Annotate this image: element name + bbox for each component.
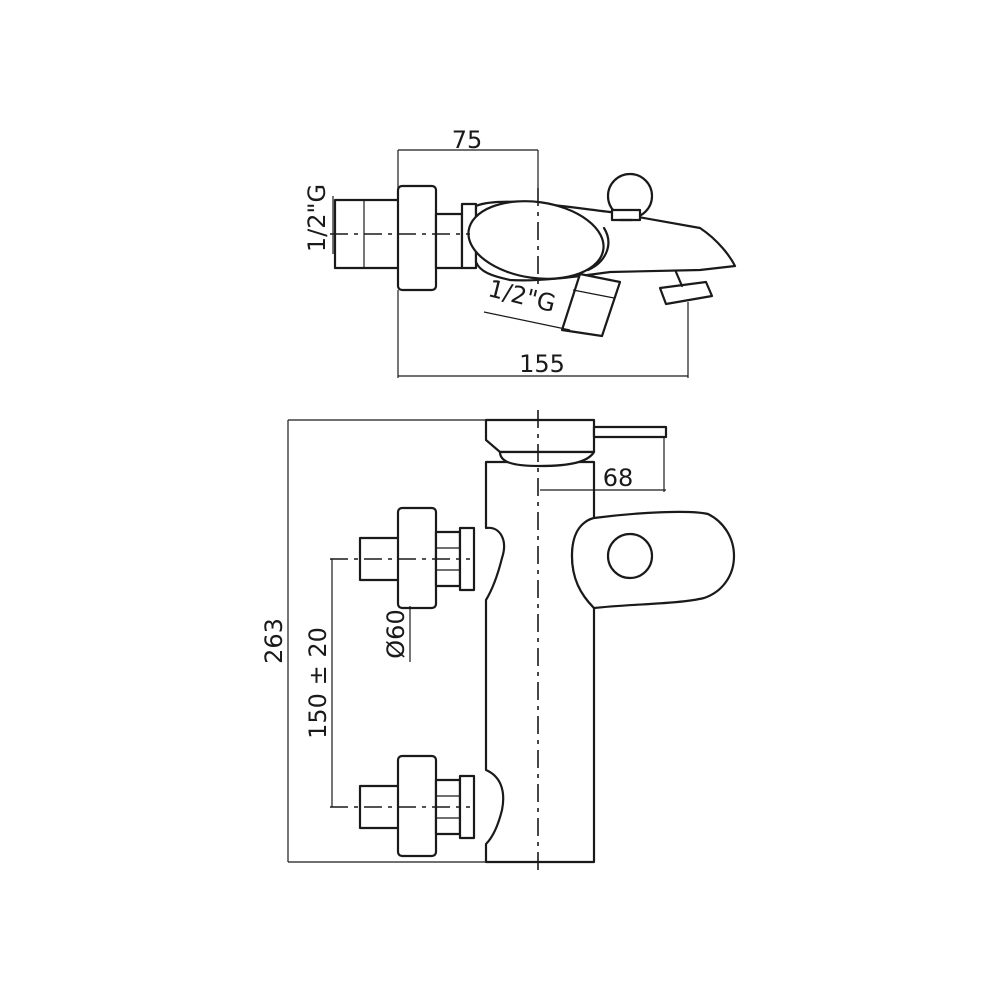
top-spout-nozzle: [658, 280, 714, 306]
front-diverter-lever: [592, 425, 668, 439]
dim-150-label: 150 ± 20: [304, 627, 332, 739]
front-lower-connection: [330, 754, 476, 858]
dimension-diameter-60: Ø60: [382, 606, 411, 662]
top-outlet-pipe: [560, 272, 622, 338]
top-outlet-thread-label: 1/2"G: [485, 274, 558, 318]
top-inlet-thread-label: 1/2"G: [303, 184, 331, 252]
dim-263-label: 263: [260, 618, 288, 664]
top-rosette: [396, 184, 438, 292]
dim-diameter-label: Ø60: [382, 609, 410, 658]
front-upper-rosette: [396, 506, 438, 610]
dim-68-label: 68: [603, 464, 634, 492]
top-view: 75 1/2"G 1/2"G: [303, 126, 737, 378]
dimension-263: 263: [260, 419, 486, 863]
dimension-68: 68: [540, 437, 666, 492]
front-spout: [484, 418, 596, 454]
front-lever-knob: [606, 532, 654, 580]
top-lever-knob: [467, 200, 605, 280]
dim-75-label: 75: [452, 126, 483, 154]
dim-155-label: 155: [519, 350, 565, 378]
front-view: 263 68: [260, 410, 736, 872]
dimension-155: 155: [397, 290, 689, 378]
front-lower-rosette: [396, 754, 438, 858]
front-lever-handle: [570, 510, 736, 610]
front-body: [484, 460, 596, 864]
top-nut: [434, 212, 464, 270]
dimension-150: 150 ± 20: [304, 559, 333, 807]
dimension-75: 75: [397, 126, 539, 188]
front-upper-connection: [330, 506, 476, 610]
